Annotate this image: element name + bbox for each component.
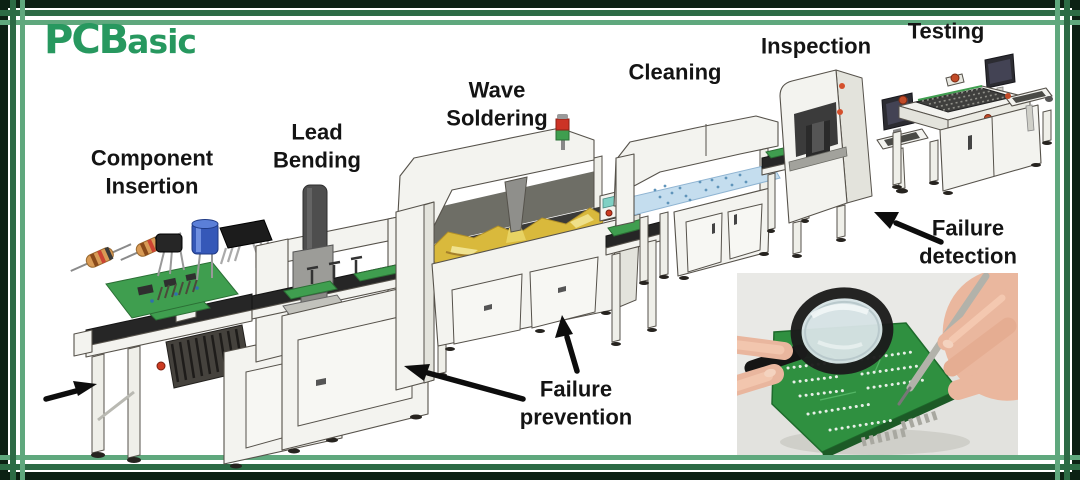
capacitor-icon — [191, 219, 219, 281]
stage-label-inspection: Inspection — [760, 33, 872, 59]
frame-line-top-outer — [0, 10, 1080, 16]
pcbasic-logo: PCBasic — [44, 17, 197, 63]
testing-machine — [892, 53, 1053, 195]
annotation-failure-detection: Failure detection — [919, 215, 1017, 269]
water-spray-droplets — [653, 173, 748, 205]
frame-line-top-inner — [0, 20, 1080, 25]
frame-line-bottom-inner — [0, 455, 1080, 460]
frame-line-right-outer — [1064, 0, 1070, 480]
conveyor-to-cleaning — [605, 218, 665, 346]
connector-pins — [861, 409, 942, 447]
logo-pcb-text: PCB — [44, 17, 129, 63]
testing-keyboard-tray — [1005, 87, 1053, 132]
failure-detection-arrow-to-inspection — [874, 212, 944, 245]
stage-label-testing: Testing — [907, 18, 985, 44]
bent-lead-components — [306, 255, 363, 284]
magnifying-glass-icon — [744, 287, 894, 376]
bed-of-nails-grid — [921, 87, 1006, 111]
failure-prevention-arrow-to-lead-bending — [404, 364, 526, 402]
inspection-photo — [737, 273, 1018, 455]
frame-line-bottom-outer — [0, 464, 1080, 470]
transistor-icon — [155, 233, 185, 277]
stage-label-component-insertion: Component Insertion — [90, 145, 214, 199]
annotation-failure-prevention: Failure prevention — [519, 376, 633, 430]
signal-tower-light-icon — [555, 114, 570, 150]
dip-chip-icon — [219, 219, 273, 265]
wave-soldering-machine — [395, 114, 641, 391]
lead-bending-machine — [251, 184, 447, 454]
cleaning-machine — [613, 115, 781, 285]
stage-label-cleaning: Cleaning — [628, 59, 722, 85]
stage-label-lead-bending: Lead Bending — [273, 119, 361, 173]
failure-prevention-arrow-to-wave-soldering — [555, 315, 580, 374]
frame-line-right-inner — [1055, 0, 1060, 480]
electronic-components — [70, 219, 273, 319]
flow-start-arrow — [43, 381, 97, 402]
stage-label-wave-soldering: Wave Soldering — [446, 77, 548, 131]
right-hand-with-probe — [897, 273, 1018, 406]
frame-line-left-outer — [10, 0, 16, 480]
inspection-machine — [779, 69, 929, 258]
left-hand — [737, 335, 793, 396]
frame-line-left-inner — [20, 0, 25, 480]
logo-asic-text: asic — [127, 22, 197, 61]
resistor-icon — [70, 243, 132, 272]
control-panel — [599, 190, 621, 222]
